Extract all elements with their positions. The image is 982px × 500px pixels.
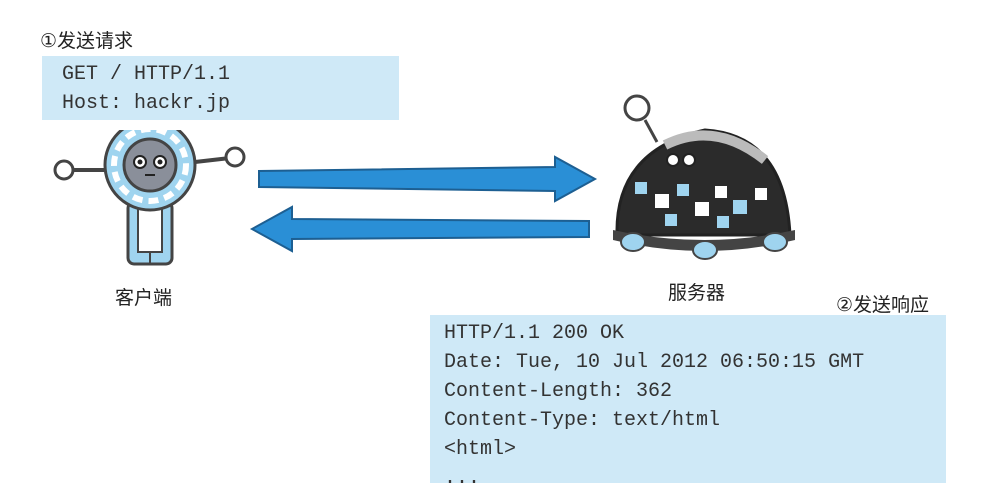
request-line: GET / HTTP/1.1 [62,63,231,86]
response-arrow [249,205,590,253]
response-line: <html> [444,438,517,461]
response-line: Date: Tue, 10 Jul 2012 06:50:15 GMT [444,351,865,374]
response-line: Content-Type: text/html [444,409,721,432]
client-label: 客户端 [115,287,173,309]
request-arrow [258,155,598,203]
response-line: HTTP/1.1 200 OK [444,322,625,345]
server-robot-illustration [613,94,795,260]
request-line: Host: hackr.jp [62,92,231,115]
request-step-label: ①发送请求 [40,30,134,52]
response-line: Content-Length: 362 [444,380,673,403]
response-box: HTTP/1.1 200 OK Date: Tue, 10 Jul 2012 0… [430,315,946,490]
server-label: 服务器 [668,282,726,304]
request-box: GET / HTTP/1.1 Host: hackr.jp [42,56,399,120]
response-line: ... [444,467,481,490]
client-robot-illustration [53,130,246,266]
response-step-label: ②发送响应 [836,294,930,316]
